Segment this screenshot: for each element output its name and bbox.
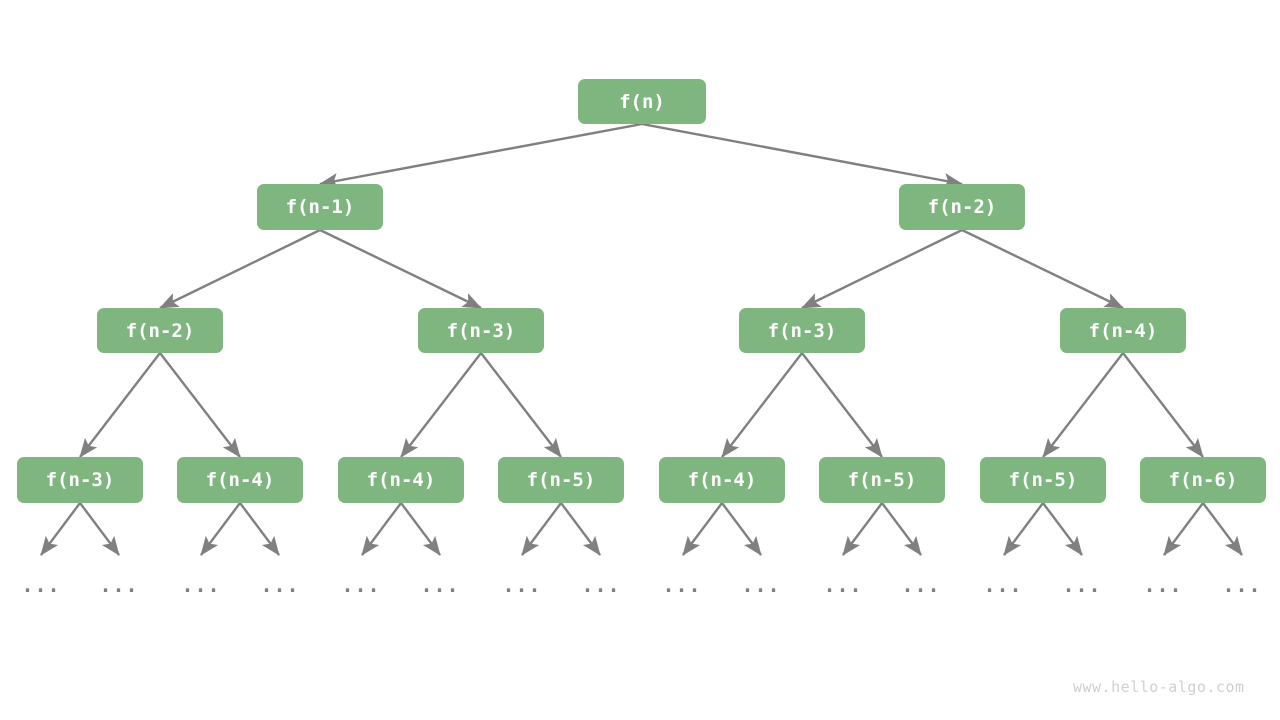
tree-edge-stub [239,502,280,556]
tree-edge-stub [682,502,723,556]
tree-edge [721,352,803,458]
tree-node: f(n-2) [899,184,1025,230]
tree-edge-stub [361,502,402,556]
tree-edge [801,352,883,458]
tree-edge-stub [1163,502,1204,556]
ellipsis-marker: ... [741,573,781,597]
watermark: www.hello-algo.com [1073,678,1245,696]
ellipsis-marker: ... [1143,573,1183,597]
tree-edge [961,228,1124,310]
tree-edges [79,122,1204,458]
tree-edge-stub [842,502,883,556]
tree-edge [1122,352,1204,458]
ellipsis-marker: ... [983,573,1023,597]
tree-edge [641,122,963,189]
tree-edge [480,352,562,458]
ellipsis-marker: ... [502,573,542,597]
tree-node: f(n-5) [980,457,1106,503]
tree-node: f(n-2) [97,308,223,353]
ellipsis-marker: ... [260,573,300,597]
ellipsis-marker: ... [181,573,221,597]
tree-node: f(n-1) [257,184,383,230]
tree-edge-stub [1202,502,1243,556]
ellipsis-marker: ... [662,573,702,597]
tree-edge [319,228,482,310]
tree-edge [319,122,643,189]
ellipsis-marker: ... [823,573,863,597]
ellipsis-marker: ... [1062,573,1102,597]
tree-edge-stub [40,502,81,556]
tree-node: f(n-4) [1060,308,1186,353]
tree-edge [400,352,482,458]
ellipsis-marker: ... [420,573,460,597]
tree-edge-stub [1003,502,1044,556]
tree-edge [159,352,241,458]
tree-node: f(n-4) [659,457,785,503]
tree-edge-stub [560,502,601,556]
tree-edge [1042,352,1124,458]
ellipsis-marker: ... [1222,573,1262,597]
ellipsis-marker: ... [901,573,941,597]
tree-edge [801,228,963,310]
tree-edge-stub [400,502,441,556]
ellipsis-marker: ... [21,573,61,597]
tree-edge-stub [721,502,762,556]
tree-edge-stub [521,502,562,556]
tree-edge [159,228,321,310]
tree-node: f(n-4) [177,457,303,503]
tree-node: f(n-4) [338,457,464,503]
tree-node: f(n-5) [819,457,945,503]
tree-node: f(n-3) [739,308,865,353]
tree-node: f(n-5) [498,457,624,503]
tree-edge-stub [200,502,241,556]
tree-node: f(n-3) [17,457,143,503]
tree-edge-stub [881,502,922,556]
tree-edge-stubs [40,502,1243,556]
ellipsis-marker: ... [341,573,381,597]
tree-node: f(n-6) [1140,457,1266,503]
tree-edge-stub [1042,502,1083,556]
tree-edge-stub [79,502,120,556]
tree-node: f(n-3) [418,308,544,353]
ellipsis-marker: ... [581,573,621,597]
tree-node: f(n) [578,79,706,124]
tree-edge [79,352,161,458]
ellipsis-marker: ... [99,573,139,597]
